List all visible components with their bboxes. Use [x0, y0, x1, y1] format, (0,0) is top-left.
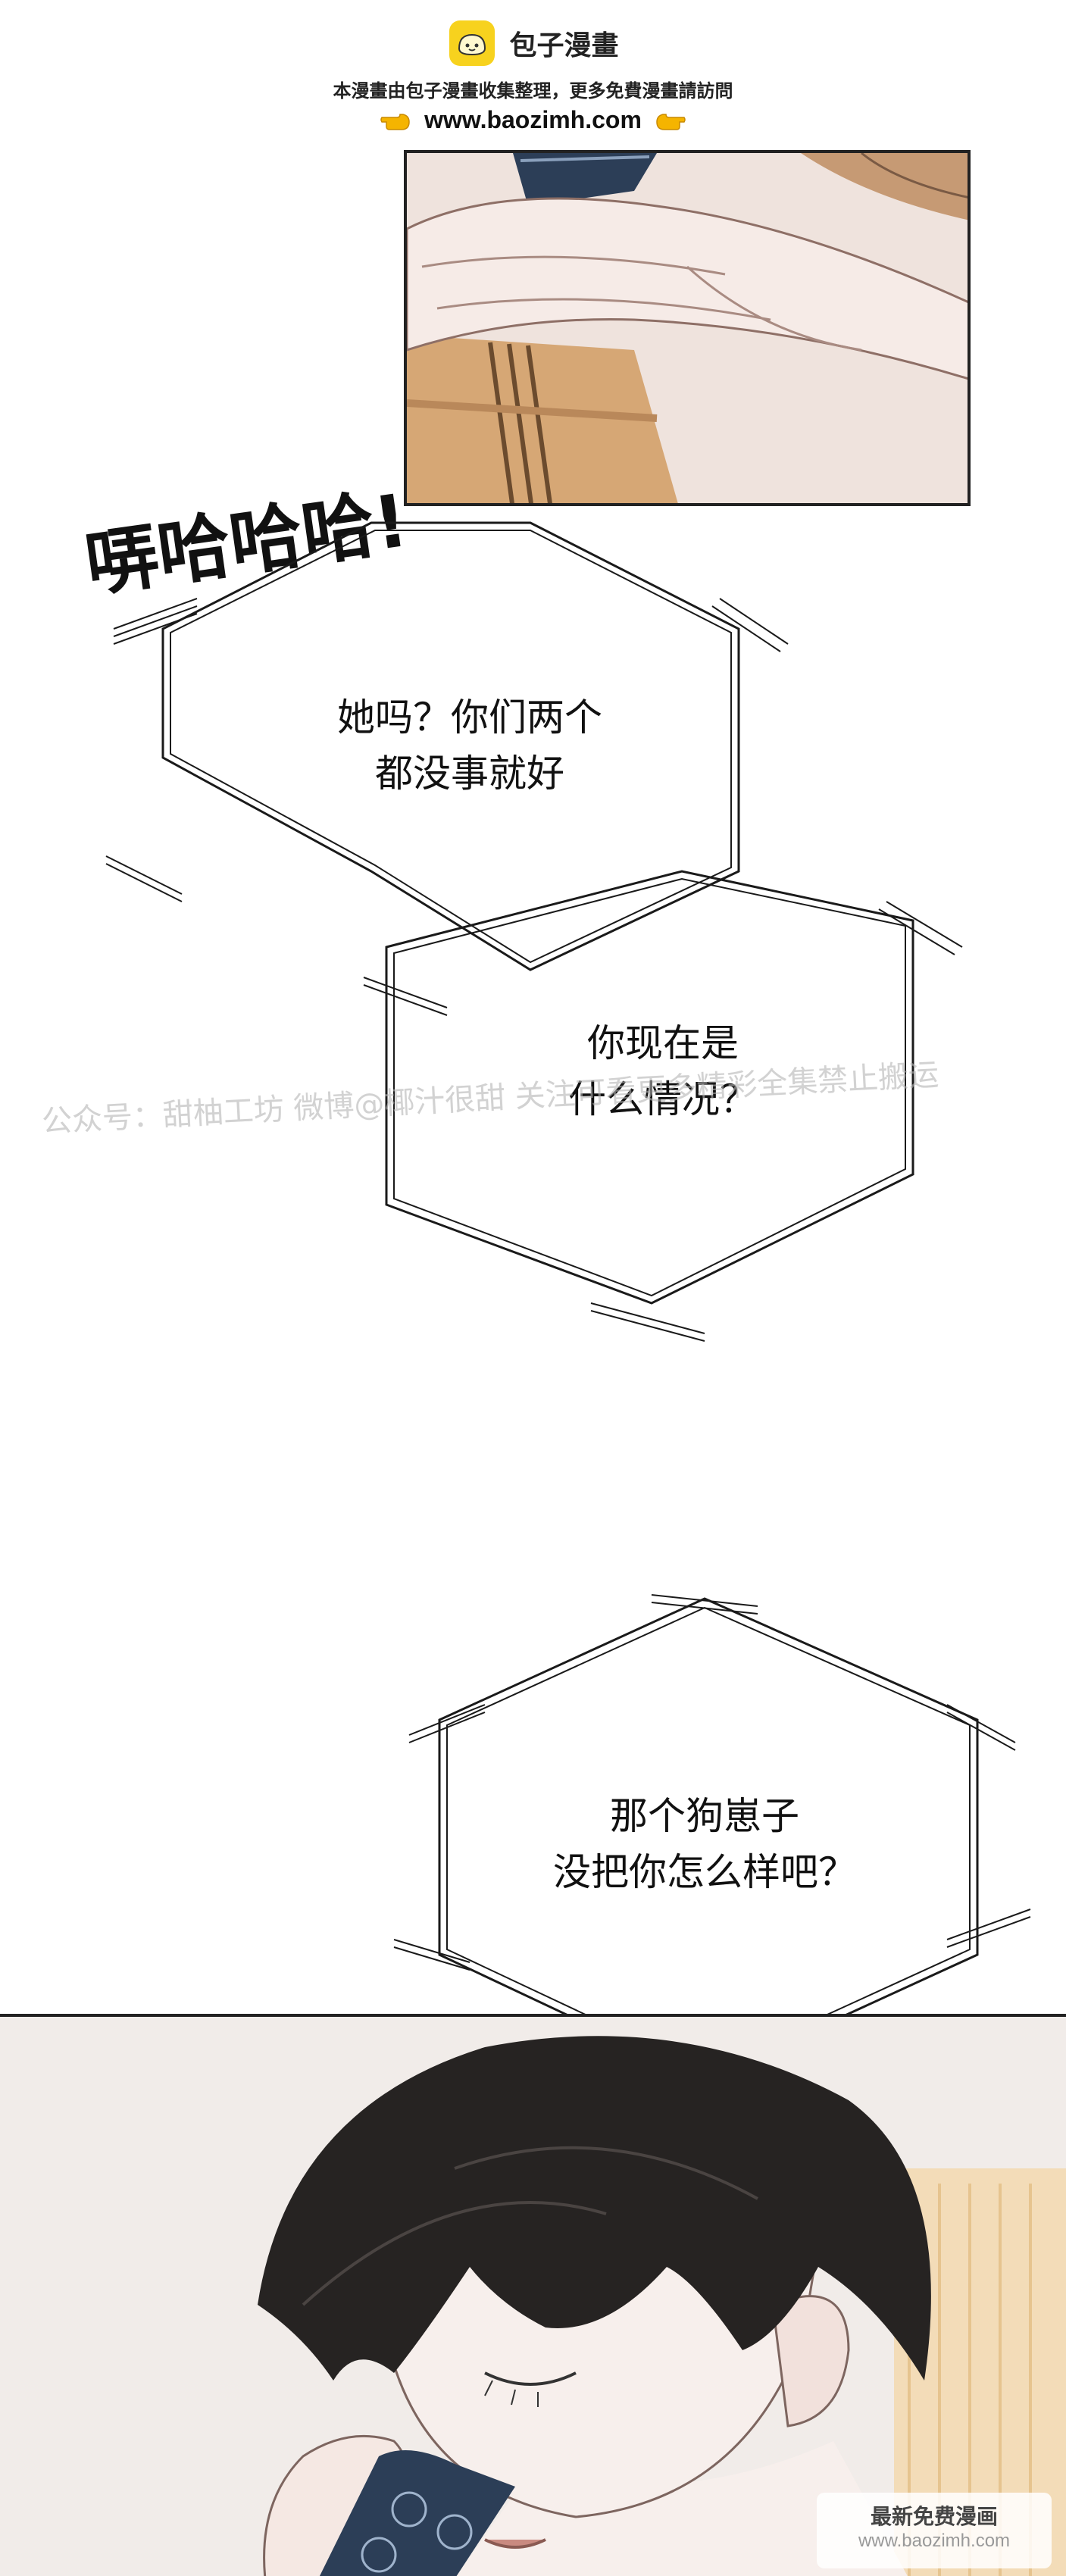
site-header: 包子漫畫 本漫畫由包子漫畫收集整理，更多免費漫畫請訪問 www.baozimh.… — [0, 0, 1066, 144]
speech-line: 什么情况？ — [568, 1077, 758, 1121]
badge-url: www.baozimh.com — [858, 2531, 1011, 2551]
collection-notice: 本漫畫由包子漫畫收集整理，更多免費漫畫請訪問 — [333, 80, 733, 102]
speech-bubble-1: 她吗？你们两个 都没事就好 — [280, 689, 659, 802]
site-url[interactable]: www.baozimh.com — [424, 105, 642, 133]
speech-line: 她吗？你们两个 — [337, 696, 602, 739]
speech-line: 那个狗崽子 — [610, 1794, 799, 1838]
comic-panel-hand — [404, 150, 971, 506]
speech-line: 都没事就好 — [375, 752, 564, 796]
logo-row[interactable]: 包子漫畫 — [0, 17, 1066, 70]
speech-line: 你现在是 — [587, 1021, 739, 1065]
speech-bubble-2: 你现在是 什么情况？ — [492, 1015, 833, 1127]
free-comics-badge[interactable]: 最新免费漫画 www.baozimh.com — [817, 2493, 1052, 2568]
hand-phone-illustration — [407, 153, 968, 503]
comic-panel-character — [0, 2014, 1066, 2576]
pointing-hand-icon — [380, 114, 410, 130]
speech-line: 没把你怎么样吧？ — [553, 1850, 856, 1894]
character-on-phone-illustration — [0, 2017, 1066, 2576]
badge-title: 最新免费漫画 — [870, 2504, 998, 2529]
site-name: 包子漫畫 — [509, 30, 619, 61]
bun-logo-icon — [449, 20, 495, 66]
speech-bubble-3: 那个狗崽子 没把你怎么样吧？ — [500, 1788, 909, 1900]
pointing-hand-icon — [656, 114, 686, 130]
url-row[interactable]: www.baozimh.com — [0, 103, 1066, 136]
